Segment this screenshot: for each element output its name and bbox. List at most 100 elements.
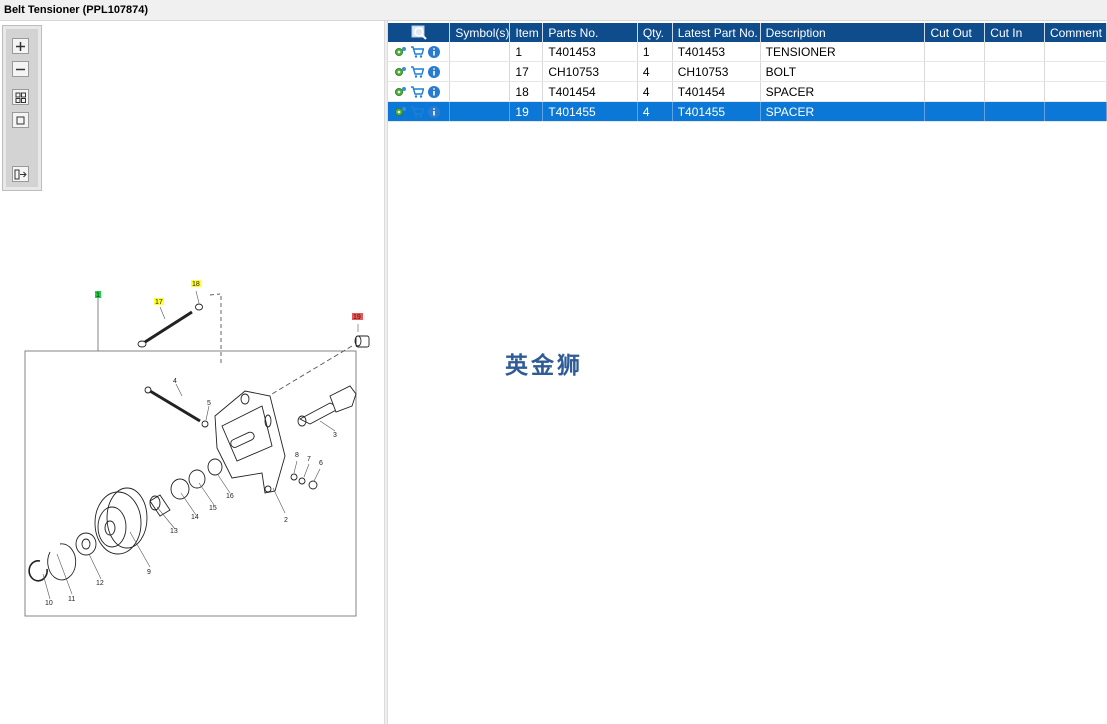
cell-description: SPACER <box>760 81 926 102</box>
callout-10[interactable]: 10 <box>45 600 53 607</box>
washer-7[interactable] <box>298 477 306 485</box>
tensioner-bracket-2[interactable] <box>214 390 286 494</box>
shaft-3[interactable] <box>297 385 357 427</box>
gear-icon[interactable] <box>393 65 407 79</box>
cart-icon[interactable] <box>410 45 424 59</box>
callout-19[interactable]: 19 <box>353 314 361 321</box>
zoom-out-button[interactable] <box>12 61 29 77</box>
callout-16[interactable]: 16 <box>226 493 234 500</box>
info-icon[interactable] <box>427 45 441 59</box>
callout-17[interactable]: 17 <box>155 299 163 306</box>
washer-5[interactable] <box>201 420 209 428</box>
cell-parts-no: T401453 <box>542 42 638 62</box>
bearing-14[interactable] <box>170 478 190 500</box>
export-button[interactable] <box>12 166 29 182</box>
bolt-17[interactable] <box>137 310 193 348</box>
exploded-parts-diagram[interactable]: 1 17 18 19 4 5 3 2 8 7 6 16 15 14 13 9 1… <box>0 251 384 631</box>
cell-item: 1 <box>509 42 544 62</box>
diagram-pane[interactable]: 1 17 18 19 4 5 3 2 8 7 6 16 15 14 13 9 1… <box>0 21 384 724</box>
gear-icon[interactable] <box>393 105 407 119</box>
info-icon[interactable] <box>427 65 441 79</box>
info-icon[interactable] <box>427 85 441 99</box>
actual-size-button[interactable] <box>12 112 29 128</box>
bolt-4[interactable] <box>144 386 201 423</box>
cell-item: 19 <box>509 101 544 122</box>
table-row[interactable]: 18 T401454 4 T401454 SPACER <box>388 81 1107 102</box>
column-header-parts-no[interactable]: Parts No. <box>542 23 638 42</box>
cell-comment <box>1044 101 1107 122</box>
assembly-frame <box>24 350 357 617</box>
gear-icon[interactable] <box>393 85 407 99</box>
nut-6[interactable] <box>308 480 318 490</box>
callout-13[interactable]: 13 <box>170 528 178 535</box>
grid-icon <box>15 92 26 103</box>
callout-9[interactable]: 9 <box>147 569 151 576</box>
washer-8[interactable] <box>290 473 298 481</box>
cart-icon[interactable] <box>410 85 424 99</box>
column-header-qty[interactable]: Qty. <box>637 23 673 42</box>
gear-icon[interactable] <box>393 45 407 59</box>
cell-description: BOLT <box>760 61 926 82</box>
cell-comment <box>1044 81 1107 102</box>
callout-1[interactable]: 1 <box>96 292 100 299</box>
cell-cut-out <box>924 101 986 122</box>
circlip-11[interactable] <box>47 543 77 581</box>
cart-icon[interactable] <box>410 105 424 119</box>
pulley-9[interactable] <box>94 487 148 555</box>
cell-qty: 4 <box>637 61 673 82</box>
column-header-latest-part-no[interactable]: Latest Part No. <box>672 23 761 42</box>
info-icon[interactable] <box>427 105 441 119</box>
callout-2[interactable]: 2 <box>284 517 288 524</box>
column-header-item[interactable]: Item <box>509 23 544 42</box>
spacer-19[interactable] <box>354 335 370 348</box>
callout-7[interactable]: 7 <box>307 456 311 463</box>
parts-table: Symbol(s) Item Parts No. Qty. Latest Par… <box>388 23 1107 122</box>
table-row[interactable]: 1 T401453 1 T401453 TENSIONER <box>388 42 1107 62</box>
cell-cut-in <box>984 42 1045 62</box>
callout-18[interactable]: 18 <box>192 281 200 288</box>
cell-cut-out <box>924 81 986 102</box>
cell-description: TENSIONER <box>760 42 926 62</box>
callout-8[interactable]: 8 <box>295 452 299 459</box>
spacer-18[interactable] <box>195 303 203 311</box>
window-title: Belt Tensioner (PPL107874) <box>4 4 149 16</box>
bearing-15[interactable] <box>188 469 206 489</box>
callout-15[interactable]: 15 <box>209 505 217 512</box>
diagram-toolbar <box>2 25 42 191</box>
cell-latest-part-no: CH10753 <box>672 61 761 82</box>
fit-all-button[interactable] <box>12 89 29 105</box>
column-header-symbols[interactable]: Symbol(s) <box>449 23 511 42</box>
spacer-13[interactable] <box>149 494 171 517</box>
table-row[interactable]: 19 T401455 4 T401455 SPACER <box>388 101 1107 122</box>
callout-14[interactable]: 14 <box>191 514 199 521</box>
callout-4[interactable]: 4 <box>173 378 177 385</box>
column-header-comment[interactable]: Comment <box>1044 23 1107 42</box>
cell-symbols <box>449 81 511 102</box>
callout-11[interactable]: 11 <box>68 596 75 603</box>
minus-icon <box>16 68 25 70</box>
column-header-tools[interactable] <box>388 23 451 42</box>
cell-item: 17 <box>509 61 544 82</box>
cell-latest-part-no: T401454 <box>672 81 761 102</box>
zoom-in-button[interactable] <box>12 38 29 54</box>
table-row[interactable]: 17 CH10753 4 CH10753 BOLT <box>388 61 1107 82</box>
column-header-cut-out[interactable]: Cut Out <box>924 23 986 42</box>
callout-3[interactable]: 3 <box>333 432 337 439</box>
pane-splitter[interactable] <box>384 21 388 724</box>
cell-symbols <box>449 42 511 62</box>
column-header-cut-in[interactable]: Cut In <box>984 23 1045 42</box>
cell-parts-no: T401455 <box>542 101 638 122</box>
row-actions <box>388 81 451 102</box>
circlip-10[interactable] <box>28 559 48 582</box>
washer-16[interactable] <box>207 458 223 476</box>
callout-5[interactable]: 5 <box>207 400 211 407</box>
column-header-description[interactable]: Description <box>760 23 926 42</box>
square-icon <box>16 116 25 124</box>
cell-parts-no: T401454 <box>542 81 638 102</box>
callout-12[interactable]: 12 <box>96 580 104 587</box>
washer-12[interactable] <box>75 532 97 556</box>
cart-icon[interactable] <box>410 65 424 79</box>
callout-6[interactable]: 6 <box>319 460 323 467</box>
cell-qty: 4 <box>637 81 673 102</box>
cell-cut-in <box>984 61 1045 82</box>
